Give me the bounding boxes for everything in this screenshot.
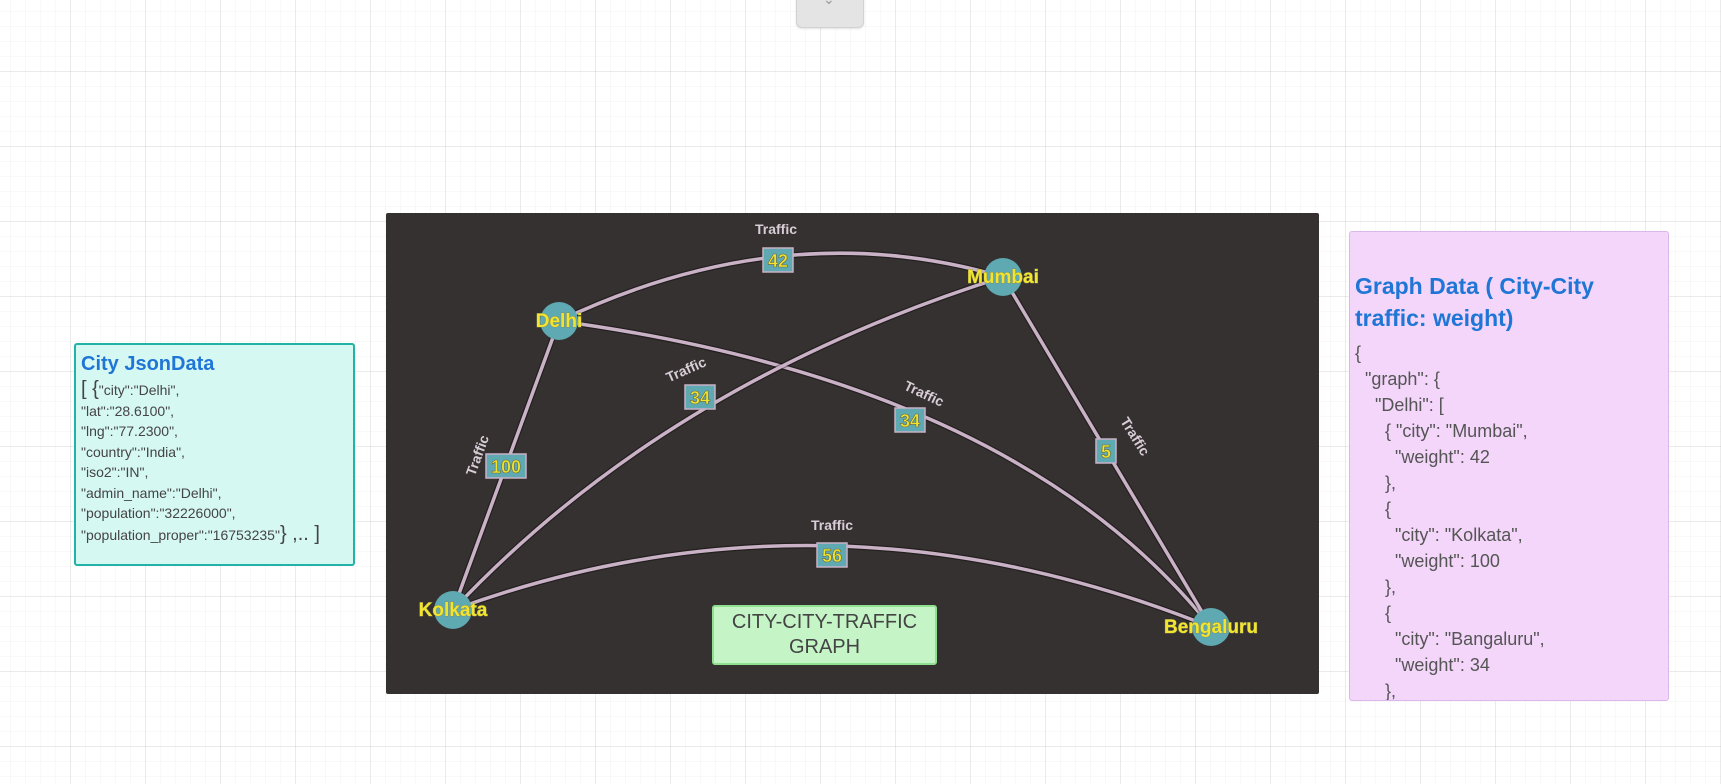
json-line: "lat":"28.6100",	[81, 402, 175, 419]
edge-weight-box	[762, 247, 794, 273]
edge-shadow	[558, 318, 1214, 629]
edge-delhi-bengaluru	[558, 319, 1213, 629]
edge-weight-box	[684, 384, 716, 410]
edge-mumbai-kolkata	[451, 275, 1004, 612]
edge-traffic-label: Traffic	[1117, 414, 1153, 458]
graph-caption[interactable]: CITY-CITY-TRAFFIC GRAPH	[712, 605, 937, 665]
edge-traffic-label: Traffic	[902, 377, 947, 409]
edge-weight-value: 100	[491, 457, 521, 477]
chevron-down-icon: ⌄	[823, 0, 835, 8]
node-label-delhi: Delhi	[536, 311, 582, 332]
node-label-mumbai: Mumbai	[967, 267, 1039, 288]
edge-weight-value: 56	[822, 546, 842, 566]
edge-weight-value: 34	[900, 411, 920, 431]
json-line: "iso2":"IN",	[81, 464, 149, 480]
node-kolkata	[434, 591, 472, 629]
json-line: "admin_name":"Delhi",	[81, 484, 222, 501]
graph-data-code: { "graph": { "Delhi": [ { "city": "Mumba…	[1355, 343, 1545, 701]
traffic-graph: Traffic42Traffic100Traffic34Traffic34Tra…	[418, 221, 1258, 646]
edge-weight-value: 34	[690, 388, 710, 408]
json-first-line: [ {"city":"Delhi",	[81, 378, 180, 400]
edge-traffic-label: Traffic	[664, 353, 709, 385]
node-bengaluru	[1192, 608, 1230, 646]
graph-data-card[interactable]: Graph Data ( City-City traffic: weight) …	[1349, 231, 1669, 701]
city-json-title: City JsonData	[81, 353, 215, 375]
edge-traffic-label: Traffic	[755, 221, 797, 237]
json-last-line: "population_proper":"16753235"} ,.. ]	[81, 522, 320, 545]
graph-data-title: Graph Data ( City-City traffic: weight)	[1355, 273, 1594, 331]
city-json-card[interactable]: City JsonData [ {"city":"Delhi", "lat":"…	[74, 343, 355, 566]
collapse-tab[interactable]: ⌄	[796, 0, 864, 28]
node-mumbai	[984, 258, 1022, 296]
json-line: "country":"India",	[81, 443, 185, 460]
json-line: "lng":"77.2300",	[81, 423, 178, 439]
node-delhi	[540, 302, 578, 340]
node-label-bengaluru: Bengaluru	[1164, 617, 1258, 638]
edge-weight-box	[485, 453, 527, 479]
json-line: "population":"32226000",	[81, 505, 236, 521]
edge-weight-value: 5	[1101, 442, 1111, 462]
node-label-kolkata: Kolkata	[419, 600, 488, 621]
edge-weight-box	[816, 542, 848, 568]
edge-weight-box	[1095, 438, 1117, 464]
edge-traffic-label: Traffic	[811, 517, 853, 533]
edge-weight-value: 42	[768, 251, 788, 271]
edge-weight-box	[894, 407, 926, 433]
